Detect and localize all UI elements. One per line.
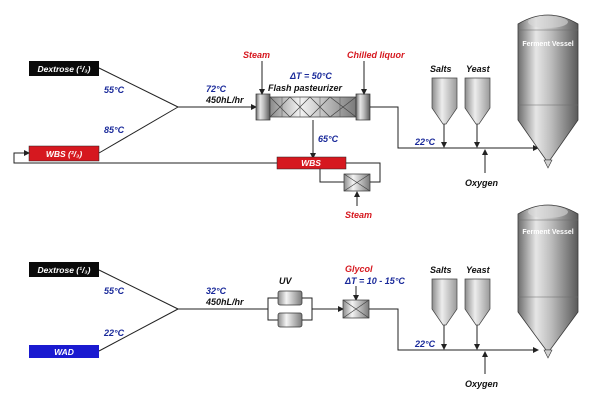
bottom-wad-box bbox=[29, 345, 99, 358]
top-vessel-label: Ferment Vessel bbox=[522, 41, 573, 48]
bottom-oxygen-label: Oxygen bbox=[465, 379, 499, 389]
bottom-wad-label: WAD bbox=[54, 347, 74, 357]
bottom-process: Dextrose (¹/₃) WAD 55°C 22°C 32°C 450hL/… bbox=[29, 204, 579, 389]
bottom-uv-unit-1 bbox=[277, 290, 303, 306]
top-steam-bottom-label: Steam bbox=[345, 210, 372, 220]
bottom-wad-line bbox=[98, 308, 179, 352]
top-chilled-label: Chilled liquor bbox=[347, 50, 405, 60]
top-oxygen-label: Oxygen bbox=[465, 178, 499, 188]
bottom-temp-wad: 22°C bbox=[103, 328, 125, 338]
bottom-dextrose-box bbox=[29, 262, 99, 277]
flash-pasteurizer bbox=[255, 93, 371, 121]
bottom-dextrose-line bbox=[98, 269, 179, 310]
bottom-vessel-label: Ferment Vessel bbox=[522, 229, 573, 236]
bottom-salts-label: Salts bbox=[430, 265, 452, 275]
top-inlet-temp: 22°C bbox=[414, 137, 436, 147]
top-yeast-label: Yeast bbox=[466, 64, 491, 74]
bottom-uv-unit-2 bbox=[277, 312, 303, 328]
top-dextrose-line bbox=[98, 67, 179, 108]
top-wbs-line bbox=[98, 106, 179, 154]
top-heat-exchanger bbox=[343, 173, 371, 192]
top-steam-label: Steam bbox=[243, 50, 270, 60]
top-dextrose-box bbox=[29, 61, 99, 76]
bottom-dextrose-label: Dextrose (¹/₃) bbox=[38, 265, 91, 275]
bottom-uv-split-top bbox=[267, 297, 278, 309]
top-mix-temp: 72°C bbox=[206, 84, 227, 94]
bottom-salts-hopper bbox=[431, 278, 458, 326]
top-temp-dextrose: 55°C bbox=[104, 85, 125, 95]
top-dextrose-label: Dextrose (¹/₃) bbox=[38, 64, 91, 74]
top-wbs-heater-label: WBS bbox=[301, 158, 321, 168]
top-temp-wbs: 85°C bbox=[104, 125, 125, 135]
bottom-uv-join bbox=[302, 297, 313, 321]
top-flow: 450hL/hr bbox=[205, 95, 244, 105]
top-salts-hopper bbox=[431, 77, 458, 125]
bottom-ferment-vessel bbox=[517, 204, 579, 359]
top-ferment-vessel bbox=[517, 14, 579, 169]
bottom-temp-dextrose: 55°C bbox=[104, 286, 125, 296]
bottom-inlet-temp: 22°C bbox=[414, 339, 436, 349]
top-return-temp: 65°C bbox=[318, 134, 339, 144]
bottom-mix-temp: 32°C bbox=[206, 286, 227, 296]
bottom-yeast-label: Yeast bbox=[466, 265, 491, 275]
bottom-flow: 450hL/hr bbox=[205, 297, 244, 307]
top-yeast-hopper bbox=[464, 77, 491, 125]
bottom-heat-exchanger bbox=[342, 299, 370, 319]
bottom-delta-t: ΔT = 10 - 15°C bbox=[344, 276, 405, 286]
bottom-glycol-label: Glycol bbox=[345, 264, 373, 274]
bottom-outlet-line bbox=[369, 308, 539, 353]
bottom-uv-label: UV bbox=[279, 276, 292, 286]
top-delta-t: ΔT = 50°C bbox=[289, 71, 332, 81]
top-outlet-line bbox=[370, 106, 539, 151]
bottom-yeast-hopper bbox=[464, 278, 491, 326]
top-hx-line-in bbox=[319, 169, 344, 183]
top-salts-label: Salts bbox=[430, 64, 452, 74]
top-hx-line-out bbox=[346, 162, 381, 183]
top-wbs-label: WBS (²/₃) bbox=[46, 149, 83, 159]
top-pasteurizer-label: Flash pasteurizer bbox=[268, 83, 343, 93]
top-process: Dextrose (¹/₃) WBS (²/₃) 55°C 85°C 72°C … bbox=[13, 14, 579, 220]
top-recycle-line bbox=[13, 150, 277, 164]
bottom-uv-split-bottom bbox=[267, 309, 278, 321]
